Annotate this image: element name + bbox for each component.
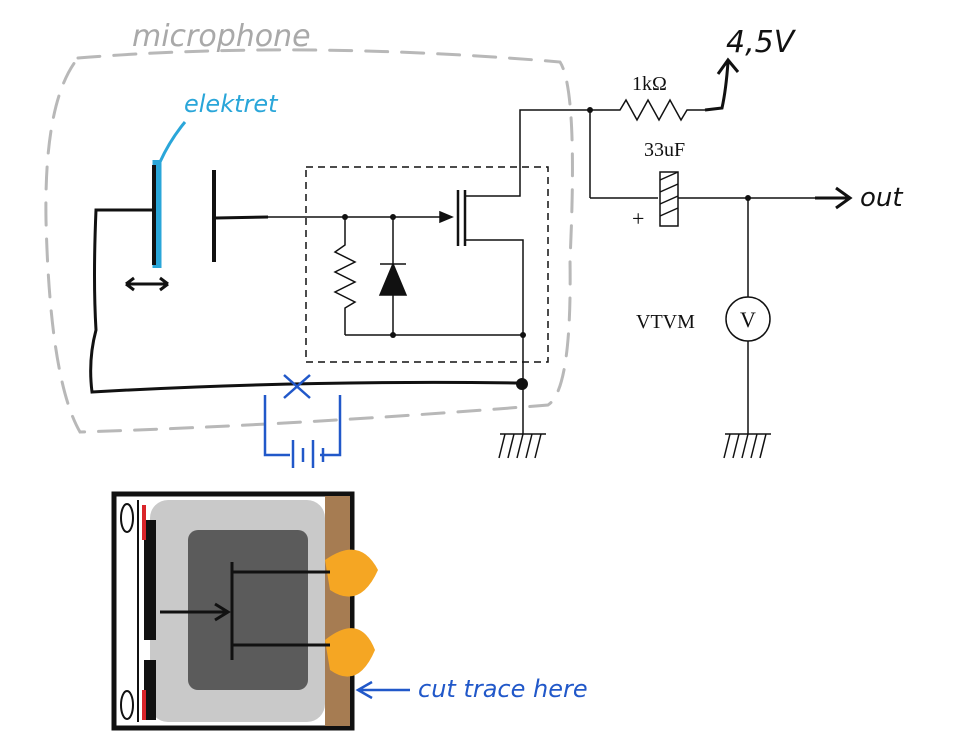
vibration-arrow-icon [125,276,169,292]
vtvm-symbol: V [740,307,756,332]
supply-voltage-label: 4,5V [726,25,797,60]
ground-symbol-right [723,433,771,459]
elektret-pointer [158,121,187,163]
output-arrow-icon [815,186,853,210]
ground-symbol-left [498,384,546,459]
wire-to-gate [215,215,269,220]
microphone-label: microphone [132,19,311,54]
pcb-drawing [111,491,378,731]
cut-trace-arrow-icon [355,680,410,700]
elektret-label: elektret [184,90,279,118]
output-label: out [860,183,903,213]
resistor-label: 1kΩ [632,73,667,95]
microphone-outline [44,48,574,434]
coupling-capacitor [589,110,815,227]
capacitor-plus-label: + [632,206,644,231]
supply-arrow-icon [704,57,740,112]
supply-resistor [590,98,705,122]
ground-node [516,378,528,390]
fet-module-box [305,166,549,363]
cut-trace-note: cut trace here [418,675,588,703]
junction-dots [342,107,751,338]
vtvm-meter [725,198,771,434]
cut-annotation [263,374,342,468]
wire-left-loop [89,208,523,394]
vtvm-label: VTVM [636,311,695,333]
capacitor-label: 33uF [644,139,685,161]
fet-circuit [268,109,590,384]
